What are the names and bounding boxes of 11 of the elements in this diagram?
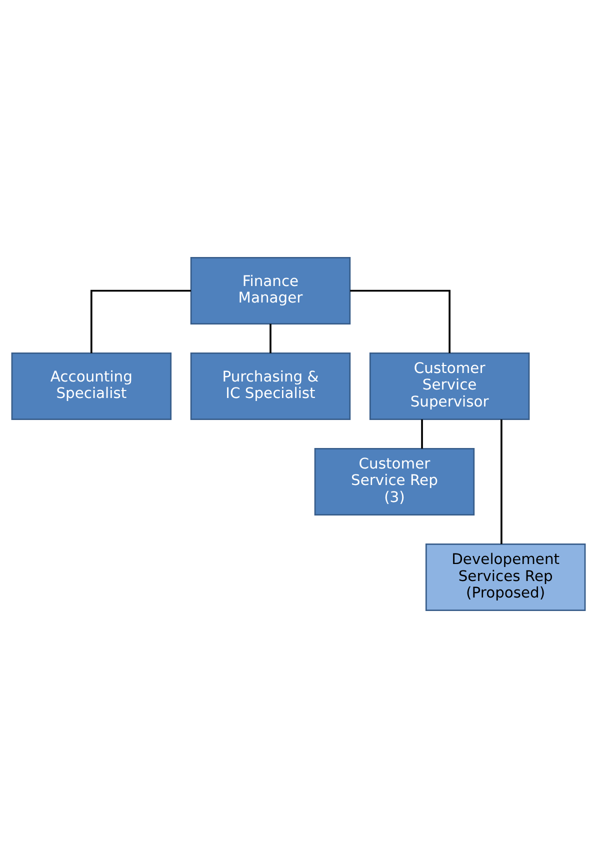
node-box: Accounting Specialist	[11, 352, 172, 420]
connector	[500, 419, 502, 544]
connector	[270, 323, 272, 353]
connector	[90, 289, 191, 353]
node-box: Customer Service Supervisor	[369, 352, 530, 420]
node-box: Finance Manager	[190, 256, 351, 324]
node-box: Customer Service Rep (3)	[314, 448, 475, 515]
connector	[421, 418, 423, 448]
node-box: Developement Services Rep (Proposed)	[425, 543, 586, 611]
connector	[350, 289, 450, 353]
node-box: Purchasing & IC Specialist	[190, 352, 351, 420]
